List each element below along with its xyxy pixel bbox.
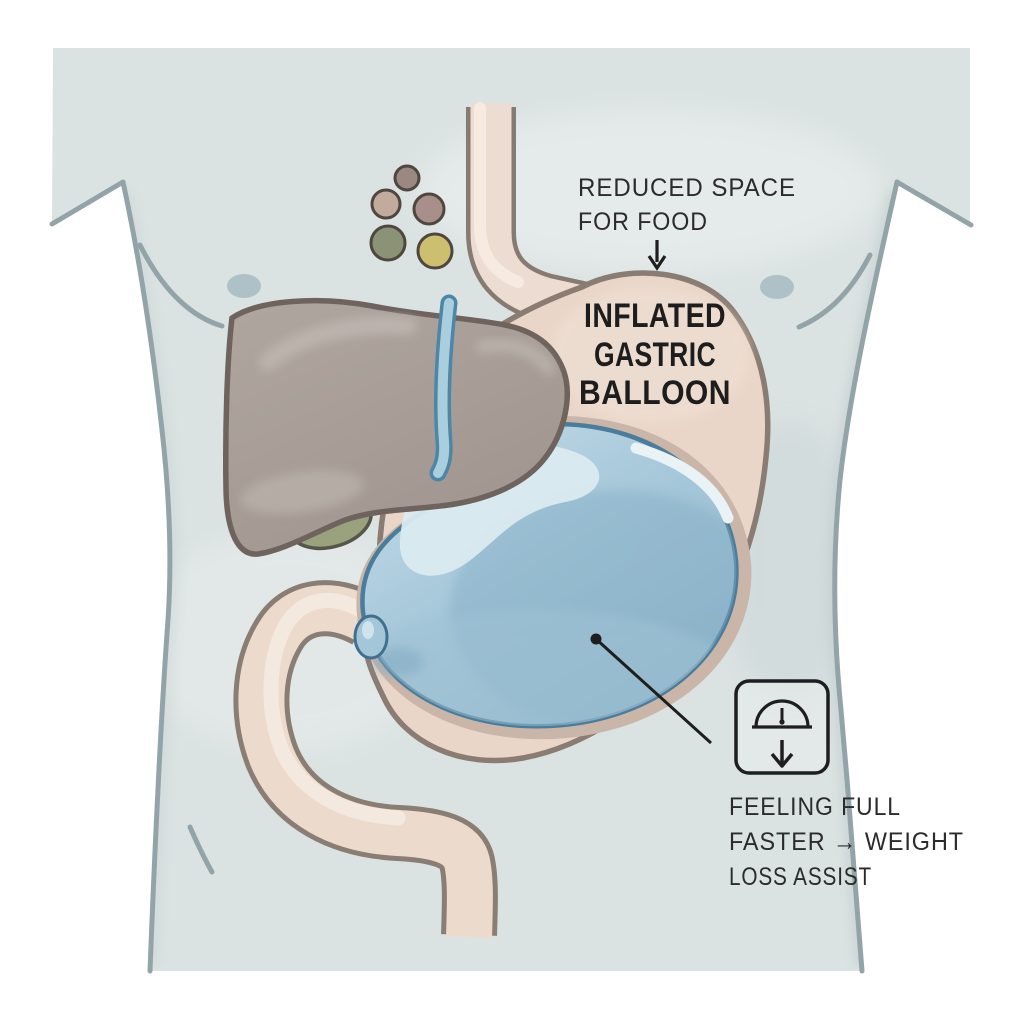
food-dot [412,192,446,226]
hip-crease-line [187,824,215,875]
food-dot [369,224,407,262]
balloon-label-line2: GASTRIC [594,336,716,374]
right-nipple [760,275,794,299]
liver [223,294,570,557]
balloon-valve-shadow [372,648,424,676]
duodenum [233,580,498,938]
reduced-space-label-line1: REDUCED SPACE [578,174,796,202]
right-arm-line [894,179,974,228]
down-arrow-icon [647,240,667,271]
food-dot [370,188,402,220]
stomach-inner-sheen [550,287,750,423]
benefit-label-line1: FEELING FULL [729,793,901,821]
body-outline [49,179,974,974]
left-side-line [120,179,173,974]
balloon-label-line1: INFLATED [584,297,726,335]
scale-icon [734,679,830,775]
benefit-label-line2: FASTER → WEIGHT [729,828,964,856]
right-side-line [832,179,900,974]
reduced-space-label-line2: FOR FOOD [578,208,708,236]
left-chest-line [137,242,225,329]
left-arm-line [49,179,126,227]
food-particles [369,164,454,270]
reduced-space-callout: REDUCED SPACE FOR FOOD [578,174,796,271]
benefit-label: FEELING FULL FASTER → WEIGHT LOSS ASSIST [729,793,964,891]
balloon-gloss-arc [630,442,734,524]
benefit-label-line3: LOSS ASSIST [729,863,872,891]
balloon-leader-line [590,633,713,745]
balloon-label: INFLATED GASTRIC BALLOON [579,297,731,412]
food-dot [393,164,421,192]
left-nipple [227,274,261,298]
balloon-valve-highlight [362,621,374,639]
falciform-ligament [429,294,458,482]
food-dot [416,232,454,270]
esophagus [466,102,606,335]
liver-sheens [240,316,556,514]
balloon-label-line3: BALLOON [579,374,731,412]
right-chest-line [796,252,873,330]
